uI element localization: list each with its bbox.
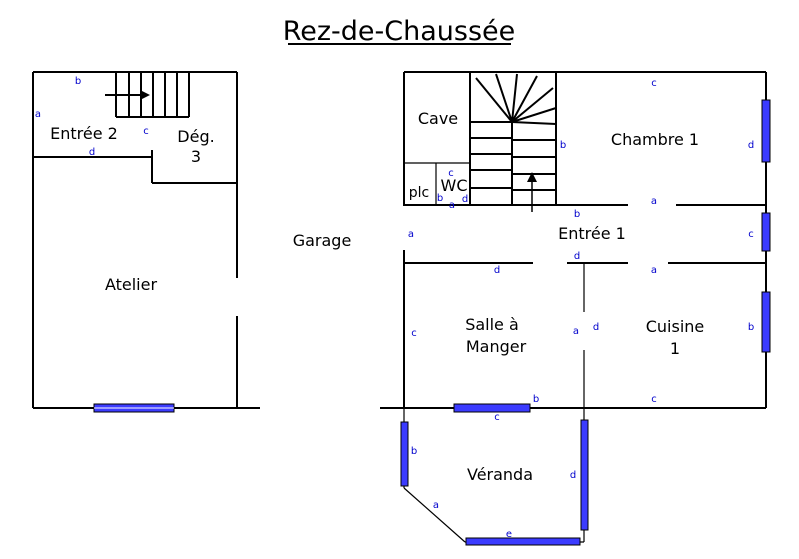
room-label-veranda: Véranda <box>467 465 533 484</box>
veranda-walls <box>400 408 589 546</box>
plan-title: Rez-de-Chaussée <box>283 16 516 47</box>
wall-tags: b a c d c b a d c b d a b a c d d a c a … <box>35 76 754 540</box>
wall-tag: b <box>437 193 443 204</box>
wall-tag: c <box>651 78 657 89</box>
room-label-wc: WC <box>441 176 468 195</box>
wall-tag: c <box>411 328 417 339</box>
wall-tag: d <box>570 470 576 481</box>
stairs-left <box>105 72 190 118</box>
room-label-salle-line1: Salle à <box>465 315 519 334</box>
stair-arrow-head <box>140 90 150 100</box>
room-label-cuisine-line2: 1 <box>670 339 680 358</box>
wall-tag: d <box>593 322 599 333</box>
wall-tag: a <box>433 500 439 511</box>
room-label-deg-3-line1: Dég. <box>177 127 214 146</box>
wall-tag: a <box>573 326 579 337</box>
room-label-cave: Cave <box>418 109 458 128</box>
wall-tag: b <box>75 76 81 87</box>
wall-tag: b <box>560 140 566 151</box>
wall-tag: a <box>449 200 455 211</box>
stair-arrow-head <box>527 172 537 182</box>
atelier-window <box>93 403 175 413</box>
wall-tag: c <box>143 126 149 137</box>
room-label-entree-2: Entrée 2 <box>50 124 118 143</box>
wall-tag: b <box>533 394 539 405</box>
room-label-entree-1: Entrée 1 <box>558 224 626 243</box>
wall-tag: c <box>494 412 500 423</box>
wall-tag: b <box>574 209 580 220</box>
wall-tag: d <box>89 147 95 158</box>
room-label-deg-3-line2: 3 <box>191 147 201 166</box>
wall-tag: a <box>35 109 41 120</box>
room-label-plc: plc <box>409 185 429 201</box>
room-label-atelier: Atelier <box>105 275 158 294</box>
windows-right <box>453 99 771 413</box>
wall-tag: c <box>651 394 657 405</box>
wall-tag: d <box>494 265 500 276</box>
left-block-walls <box>32 71 260 409</box>
wall-tag: b <box>748 322 754 333</box>
stairs-right <box>470 73 557 212</box>
room-label-salle-line2: Manger <box>466 337 527 356</box>
wall-tag: e <box>506 529 512 540</box>
room-label-chambre-1: Chambre 1 <box>611 130 699 149</box>
wall-tag: c <box>448 168 454 179</box>
wall-tag: c <box>748 229 754 240</box>
wall-tag: d <box>462 194 468 205</box>
wall-tag: b <box>411 446 417 457</box>
room-label-cuisine-line1: Cuisine <box>646 317 705 336</box>
wall-tag: a <box>408 229 414 240</box>
wall-tag: a <box>651 265 657 276</box>
wall-tag: d <box>748 140 754 151</box>
wall-tag: d <box>574 251 580 262</box>
room-label-garage: Garage <box>293 231 352 250</box>
wall-tag: a <box>651 196 657 207</box>
